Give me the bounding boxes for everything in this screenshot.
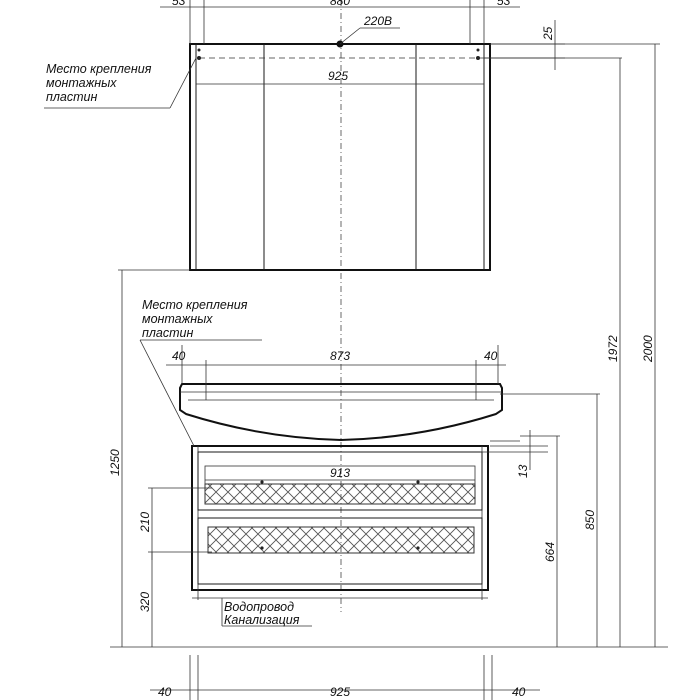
- dim-height-210: 210: [138, 512, 152, 533]
- mount-label-mid-2: монтажных: [142, 312, 213, 326]
- dim-top-right-gap: 53: [497, 0, 511, 8]
- dim-height-1972: 1972: [606, 335, 620, 362]
- mount-label-top-3: пластин: [46, 90, 97, 104]
- dim-height-1250: 1250: [108, 449, 122, 476]
- dim-mirror-offset: 25: [541, 26, 555, 41]
- dim-top-center: 880: [330, 0, 350, 8]
- vanity-unit: [179, 383, 503, 600]
- dim-vanity-center: 873: [330, 349, 350, 363]
- vanity-dimensions: [166, 345, 548, 481]
- dim-mirror-width: 925: [328, 69, 348, 83]
- drawer-bottom-lattice: [207, 526, 475, 554]
- dim-bottom-right: 40: [512, 685, 526, 699]
- mount-label-top-1: Место крепления: [46, 62, 152, 76]
- mount-label-mid-3: пластин: [142, 326, 193, 340]
- dim-height-2000: 2000: [641, 335, 655, 363]
- dim-top-left-gap: 53: [172, 0, 186, 8]
- bottom-dimensions: [150, 655, 540, 700]
- mount-label-mid-1: Место крепления: [142, 298, 248, 312]
- dim-bottom-left: 40: [158, 685, 172, 699]
- dim-drawer-width: 913: [330, 466, 350, 480]
- dim-bottom-center: 925: [330, 685, 350, 699]
- dim-height-320: 320: [138, 592, 152, 612]
- top-dimensions: [160, 0, 565, 85]
- drawer-top-lattice: [204, 483, 476, 505]
- dim-height-850: 850: [583, 510, 597, 530]
- water-label: Водопровод: [224, 600, 294, 614]
- dim-vanity-left: 40: [172, 349, 186, 363]
- sewer-label: Канализация: [224, 613, 300, 627]
- dim-height-664: 664: [543, 542, 557, 562]
- mount-label-top-2: монтажных: [46, 76, 117, 90]
- right-dimensions: [484, 43, 660, 647]
- dim-drawer-gap: 13: [516, 464, 530, 478]
- power-label: 220В: [363, 14, 392, 28]
- dim-vanity-right: 40: [484, 349, 498, 363]
- left-dimensions: [118, 269, 212, 647]
